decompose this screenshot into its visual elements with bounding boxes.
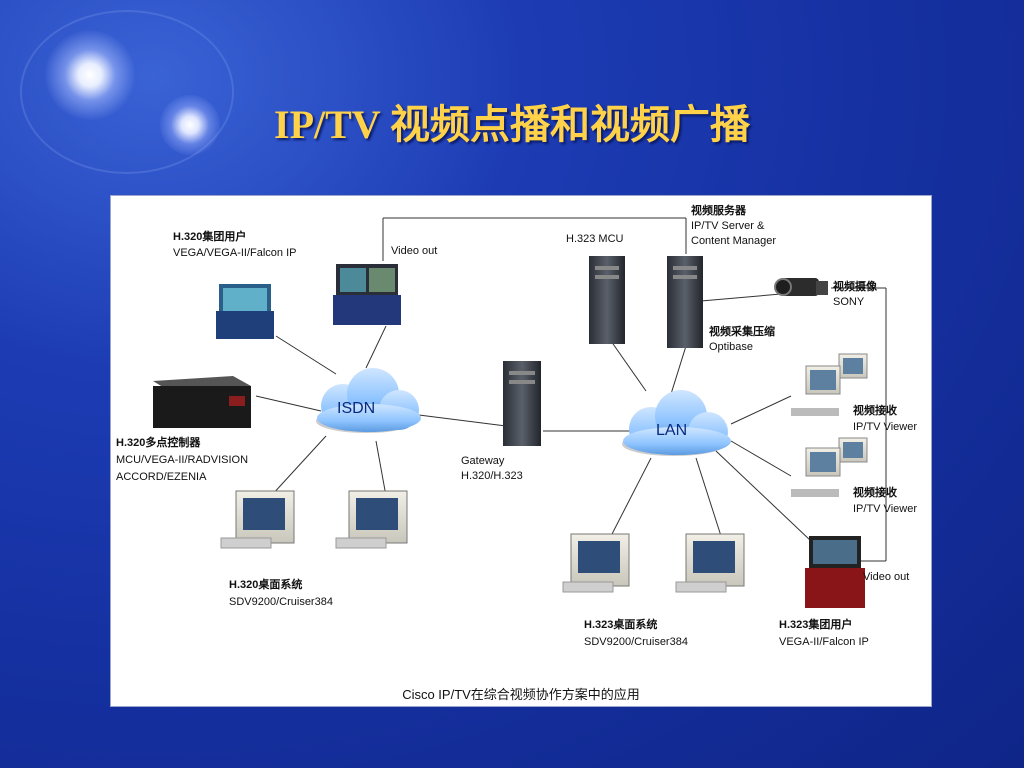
viewer-1-model: IP/TV Viewer: [853, 421, 917, 433]
viewer-1-label: 视频接收: [853, 405, 897, 417]
h320-group-label: H.320集团用户: [173, 231, 247, 243]
gateway-model: H.320/H.323: [461, 470, 523, 482]
h320-group-model: VEGA/VEGA-II/Falcon IP: [173, 247, 297, 259]
server-model-1: IP/TV Server &: [691, 220, 765, 232]
h323-group-model: VEGA-II/Falcon IP: [779, 636, 869, 648]
server-model-2: Content Manager: [691, 235, 776, 247]
video-out-bottom-label: Video out: [863, 571, 910, 583]
h323-desktop-model: SDV9200/Cruiser384: [584, 636, 688, 648]
viewer-pc-1: [791, 353, 868, 416]
camera-model: SONY: [833, 296, 865, 308]
h323-group-terminal: [805, 536, 865, 608]
h323-group-label: H.323集团用户: [779, 619, 853, 631]
gateway-label: Gateway: [461, 455, 505, 467]
mcu-model-2: ACCORD/EZENIA: [116, 471, 207, 483]
capture-label: 视频采集压缩: [709, 326, 775, 338]
capture-model: Optibase: [709, 341, 754, 353]
network-diagram: [153, 217, 887, 608]
viewer-pc-2: [791, 437, 868, 497]
camera-icon: [774, 278, 828, 296]
lan-label: LAN: [656, 422, 688, 439]
h320-group-terminal-2: [333, 264, 401, 325]
h320-mcu-box: [153, 376, 251, 428]
h323-mcu-tower: [589, 256, 625, 344]
diagram-caption: Cisco IP/TV在综合视频协作方案中的应用: [402, 687, 640, 702]
h323-desktop-pc-1: [562, 533, 630, 593]
h320-group-terminal-1: [216, 284, 274, 339]
server-label: 视频服务器: [691, 205, 746, 217]
h320-desktop-pc-2: [335, 490, 408, 549]
isdn-cloud: [316, 368, 421, 433]
connection-lines: [255, 217, 887, 562]
mcu-model-1: MCU/VEGA-II/RADVISION: [116, 454, 249, 466]
lan-cloud: [622, 390, 731, 456]
h323-mcu-label: H.323 MCU: [566, 233, 624, 245]
isdn-label: ISDN: [337, 400, 376, 417]
viewer-2-label: 视频接收: [853, 487, 897, 499]
viewer-2-model: IP/TV Viewer: [853, 503, 917, 515]
video-out-top-label: Video out: [391, 245, 438, 257]
h320-desktop-label: H.320桌面系统: [229, 579, 303, 591]
camera-label: 视频摄像: [833, 281, 877, 293]
mcu-label: H.320多点控制器: [116, 437, 201, 449]
h323-desktop-label: H.323桌面系统: [584, 619, 658, 631]
h320-desktop-pc-1: [220, 490, 295, 549]
slide-title: IP/TV 视频点播和视频广播: [274, 102, 750, 147]
video-server-tower: [667, 256, 703, 348]
h323-desktop-pc-2: [675, 533, 745, 593]
gateway-tower: [503, 361, 541, 446]
network-diagram-panel: ISDN LAN H.320集团用户 VEGA/VEGA-II/Falcon I…: [110, 195, 932, 707]
h320-desktop-model: SDV9200/Cruiser384: [229, 596, 333, 608]
